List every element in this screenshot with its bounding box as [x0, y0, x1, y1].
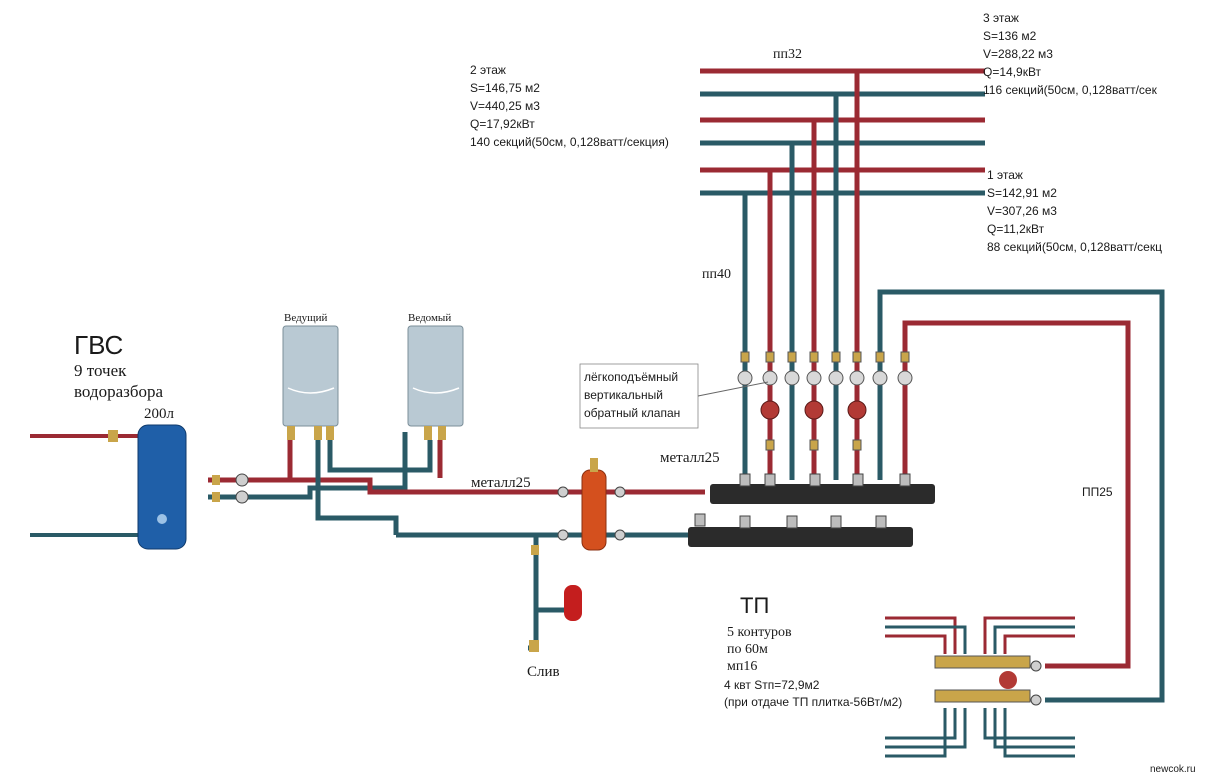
floor2-info: 2 этаж S=146,75 м2 V=440,25 м3 Q=17,92кВ… — [470, 63, 669, 149]
valve-row-bottom — [765, 439, 862, 451]
hydraulic-separator — [396, 458, 705, 551]
boiler-lead — [282, 325, 339, 440]
floor2-name: 2 этаж — [470, 63, 506, 77]
floor2-radiators: 140 секций(50см, 0,128ватт/секция) — [470, 135, 669, 149]
dhw-tank — [30, 424, 249, 550]
floor3-info: 3 этаж S=136 м2 V=288,22 м3 Q=14,9кВт 11… — [983, 11, 1158, 97]
circulation-pumps — [760, 400, 867, 420]
floor1-info: 1 этаж S=142,91 м2 V=307,26 м3 Q=11,2кВт… — [987, 168, 1162, 254]
watermark: newcok.ru — [1150, 764, 1196, 775]
check-valve-note: лёгкоподъёмный вертикальный обратный кла… — [579, 363, 769, 429]
floor1-area: S=142,91 м2 — [987, 186, 1057, 200]
riser-return-floor1 — [700, 190, 748, 480]
collector-valves — [694, 473, 911, 529]
floor3-name: 3 этаж — [983, 11, 1019, 25]
underfloor-line3: мп16 — [727, 659, 757, 674]
supply-collector — [710, 484, 935, 504]
valve-note-line2: вертикальный — [584, 388, 663, 402]
dhw-title: ГВС — [74, 330, 123, 360]
valve-row-top — [740, 351, 910, 363]
floor2-power: Q=17,92кВт — [470, 117, 535, 131]
floor2-area: S=146,75 м2 — [470, 81, 540, 95]
floor2-volume: V=440,25 м3 — [470, 99, 540, 113]
floor1-radiators: 88 секций(50см, 0,128ватт/секц — [987, 240, 1162, 254]
floor1-power: Q=11,2кВт — [987, 222, 1045, 236]
pipe-label-metal25-a: металл25 — [471, 475, 531, 491]
boiler-slave-label: Ведомый — [408, 312, 451, 324]
risers — [700, 71, 1165, 703]
pipe-label-pp40: пп40 — [702, 267, 731, 282]
dhw-points-line2: водоразбора — [74, 382, 163, 401]
floor3-volume: V=288,22 м3 — [983, 47, 1053, 61]
valve-note-line1: лёгкоподъёмный — [584, 370, 678, 384]
gauge-row — [737, 370, 913, 386]
underfloor-manifold — [885, 616, 1075, 758]
dhw-labels: ГВС 9 точек водоразбора 200л — [74, 330, 175, 422]
floor1-name: 1 этаж — [987, 168, 1023, 182]
pipe-label-metal25-b: металл25 — [660, 450, 720, 466]
drain-label: Слив — [527, 664, 560, 680]
underfloor-info: ТП 5 контуров по 60м мп16 4 квт Sтп=72,9… — [724, 593, 902, 709]
dhw-points-line1: 9 точек — [74, 361, 127, 380]
boiler-slave — [407, 325, 464, 440]
pipe-label-pp25: ПП25 — [1082, 485, 1113, 499]
floor3-area: S=136 м2 — [983, 29, 1037, 43]
floor3-radiators: 116 секций(50см, 0,128ватт/сек — [983, 83, 1158, 97]
underfloor-line4: 4 квт Sтп=72,9м2 — [724, 678, 820, 692]
underfloor-line1: 5 контуров — [727, 625, 792, 640]
underfloor-title: ТП — [740, 593, 769, 618]
pipe-label-pp32: пп32 — [773, 47, 802, 62]
valve-note-line3: обратный клапан — [584, 406, 680, 420]
riser-fittings — [737, 351, 913, 451]
dhw-tank-volume: 200л — [144, 406, 175, 422]
boiler-lead-label: Ведущий — [284, 312, 328, 324]
return-collector — [688, 527, 913, 547]
floor1-volume: V=307,26 м3 — [987, 204, 1057, 218]
collectors — [688, 473, 935, 547]
boiler-piping — [208, 432, 572, 651]
underfloor-line2: по 60м — [727, 642, 768, 657]
riser-supply-floor1 — [700, 167, 773, 480]
floor-distribution-lines — [700, 68, 985, 196]
floor3-power: Q=14,9кВт — [983, 65, 1042, 79]
underfloor-line5: (при отдаче ТП плитка-56Вт/м2) — [724, 695, 902, 709]
expansion-tank — [529, 545, 582, 652]
